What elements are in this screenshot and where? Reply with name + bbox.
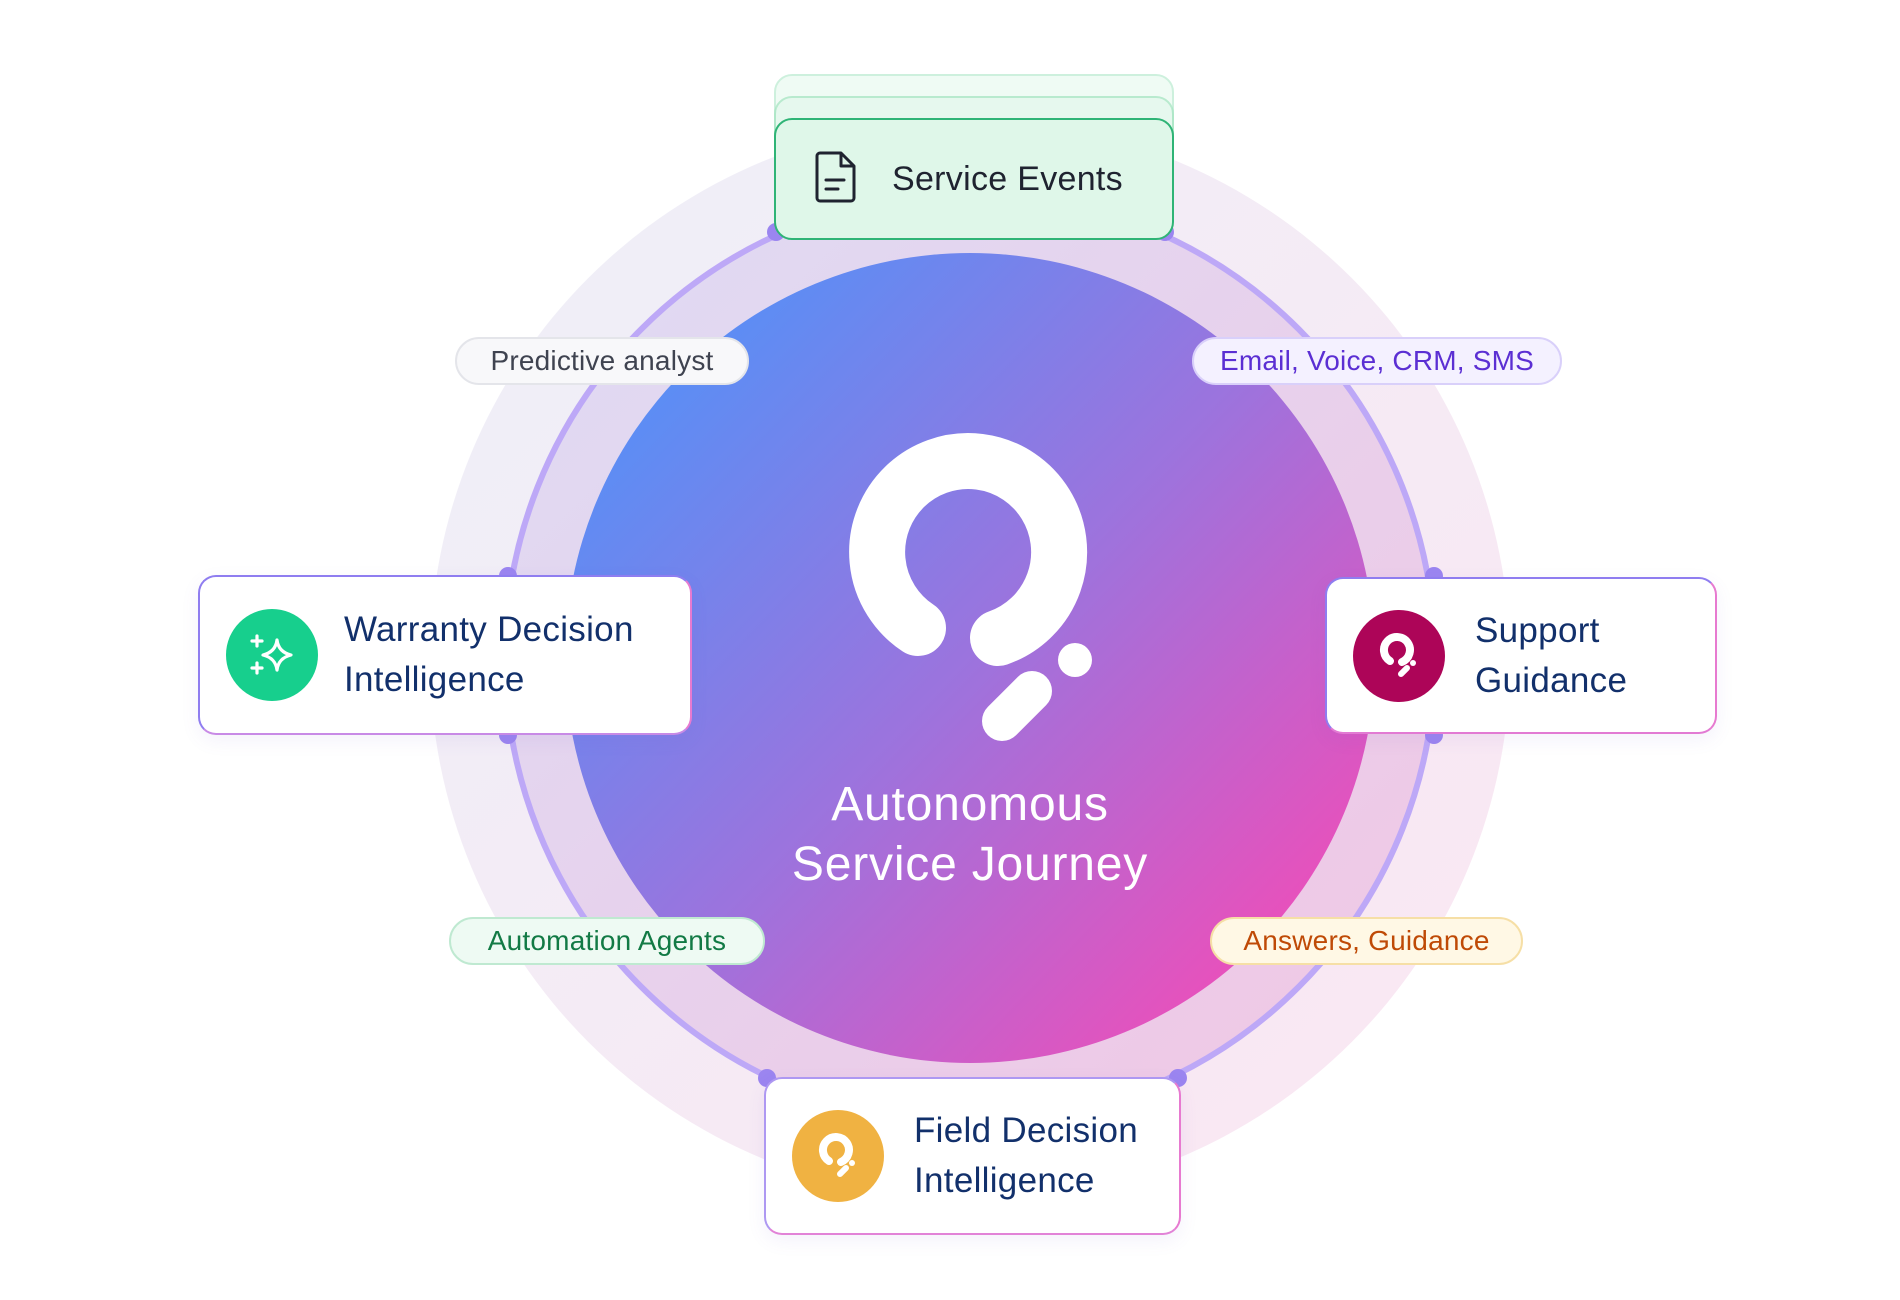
document-icon: [814, 150, 858, 209]
service-events-card[interactable]: Service Events: [774, 118, 1174, 240]
field-decision-label: Field Decision Intelligence: [914, 1111, 1139, 1200]
edge-label-channels: Email, Voice, CRM, SMS: [1192, 337, 1562, 385]
center-logo-dot: [1058, 643, 1092, 677]
support-guidance-label: Support Guidance: [1475, 610, 1628, 700]
support-guidance-card[interactable]: Support Guidance: [1325, 577, 1717, 734]
core-circle: [565, 253, 1375, 1063]
warranty-decision-card[interactable]: Warranty Decision Intelligence: [198, 575, 692, 735]
edge-label-predictive: Predictive analyst: [455, 337, 749, 385]
center-logo-icon: [849, 433, 1088, 741]
product-logo-icon: [1353, 609, 1445, 702]
center-title: Autonomous Service Journey: [791, 778, 1149, 891]
product-logo-icon: [792, 1110, 884, 1202]
service-events-label: Service Events: [892, 159, 1123, 198]
edge-label-answers: Answers, Guidance: [1210, 917, 1523, 965]
sparkle-icon: [226, 609, 318, 701]
edge-label-automation: Automation Agents: [449, 917, 765, 965]
field-decision-card[interactable]: Field Decision Intelligence: [764, 1077, 1181, 1235]
warranty-decision-label: Warranty Decision Intelligence: [344, 610, 634, 699]
